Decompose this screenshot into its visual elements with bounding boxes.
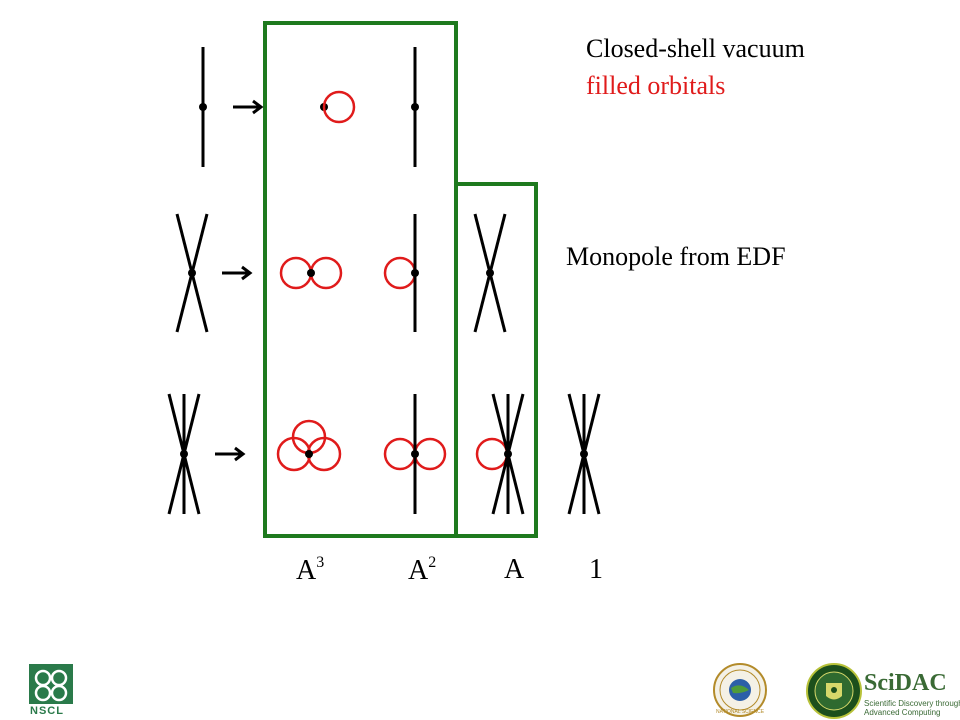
orbital-loop-icon (322, 90, 356, 124)
column-label-a3: A3 (296, 554, 324, 587)
arrow-icon-row2 (222, 265, 253, 281)
vertex-icon-row3-a (475, 393, 525, 515)
vertex-icon-row2-a3 (279, 256, 343, 290)
vertex-icon-row3-one (567, 393, 601, 515)
box-one-loop (454, 182, 538, 538)
vertex-icon-row3-a2 (383, 394, 447, 514)
doe-seal (806, 663, 862, 719)
nsf-seal-ring-text: NATIONAL SCIENCE FOUNDATION (716, 709, 764, 715)
column-label-a2-exp: 2 (428, 554, 437, 571)
box-two-loop (263, 21, 458, 538)
note-filled-orbitals: filled orbitals (586, 71, 726, 100)
column-label-one: 1 (589, 554, 603, 586)
column-label-a: A (504, 554, 524, 586)
vertex-icon-row1-a3 (320, 90, 356, 124)
column-label-a3-base: A (296, 555, 317, 586)
scidac-title: SciDAC (864, 670, 947, 696)
vertex-icon-row2-a (473, 213, 507, 333)
row-1 (199, 47, 419, 167)
vertex-icon-row1-a2 (411, 47, 419, 167)
box-group (263, 21, 538, 538)
row-2 (175, 213, 507, 333)
column-label-one-base: 1 (589, 554, 603, 585)
scidac-subtitle-1: Scientific Discovery through (864, 699, 960, 708)
note-vacuum: Closed-shell vacuum (586, 34, 805, 63)
column-label-a-base: A (504, 554, 525, 585)
orbital-loop-icon (383, 437, 417, 471)
orbital-loop-icon (475, 437, 509, 471)
arrow-icon-row3 (215, 446, 246, 462)
nscl-logo-text: NSCL (30, 705, 64, 717)
column-label-a2-base: A (408, 555, 429, 586)
orbital-loop-icon (413, 437, 447, 471)
nscl-logo (29, 664, 73, 704)
note-monopole: Monopole from EDF (566, 242, 786, 271)
column-label-a2: A2 (408, 554, 436, 587)
row-3 (167, 393, 601, 515)
orbital-loop-icon (279, 256, 313, 290)
arrow-icon-row1 (233, 99, 264, 115)
nsf-seal (713, 663, 767, 717)
orbital-loop-icon (383, 256, 417, 290)
column-label-a3-exp: 3 (316, 554, 325, 571)
vertex-icon-row3-source (167, 393, 201, 515)
vertex-icon-row1-source (199, 47, 207, 167)
orbital-loop-icon (309, 256, 343, 290)
vertex-icon-row2-a2 (383, 214, 419, 332)
vertex-icon-row3-a3 (276, 419, 342, 472)
scidac-subtitle-2: Advanced Computing (864, 708, 941, 717)
vertex-icon-row2-source (175, 213, 209, 333)
